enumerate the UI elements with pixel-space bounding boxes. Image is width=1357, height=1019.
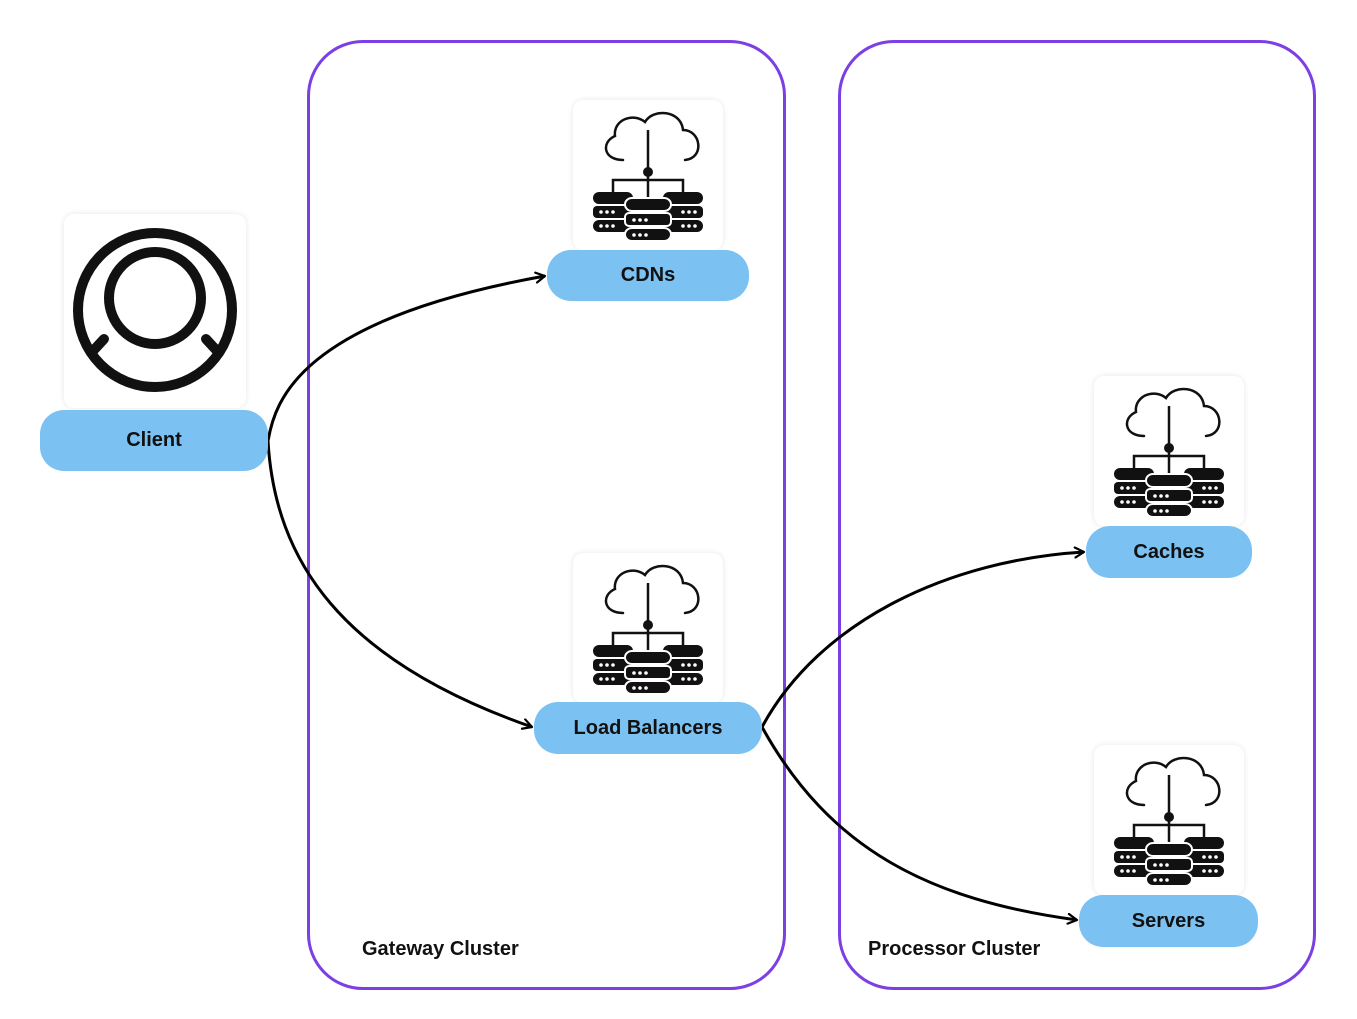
cloud-database-icon xyxy=(573,553,723,703)
gateway-cluster-label: Gateway Cluster xyxy=(362,938,519,960)
client-node[interactable]: Client xyxy=(40,410,268,471)
edge-client-load-balancers xyxy=(266,440,532,727)
processor-cluster-label: Processor Cluster xyxy=(868,938,1041,960)
gateway-cluster xyxy=(307,40,786,990)
servers-node[interactable]: Servers xyxy=(1079,895,1258,947)
edge-client-cdns xyxy=(266,276,545,442)
processor-cluster xyxy=(838,40,1316,990)
edge-load-balancers-caches xyxy=(760,552,1084,728)
load-balancers-icon-card xyxy=(573,553,723,703)
cloud-database-icon xyxy=(573,100,723,250)
edge-load-balancers-servers xyxy=(760,726,1077,920)
load-balancers-node[interactable]: Load Balancers xyxy=(534,702,762,754)
cdns-node[interactable]: CDNs xyxy=(547,250,749,301)
cloud-database-icon xyxy=(1094,376,1244,526)
cdns-icon-card xyxy=(573,100,723,250)
caches-icon-card xyxy=(1094,376,1244,526)
caches-node[interactable]: Caches xyxy=(1086,526,1252,578)
user-icon xyxy=(73,228,237,392)
client-icon-card xyxy=(64,214,246,408)
servers-icon-card xyxy=(1094,745,1244,895)
cloud-database-icon xyxy=(1094,745,1244,895)
